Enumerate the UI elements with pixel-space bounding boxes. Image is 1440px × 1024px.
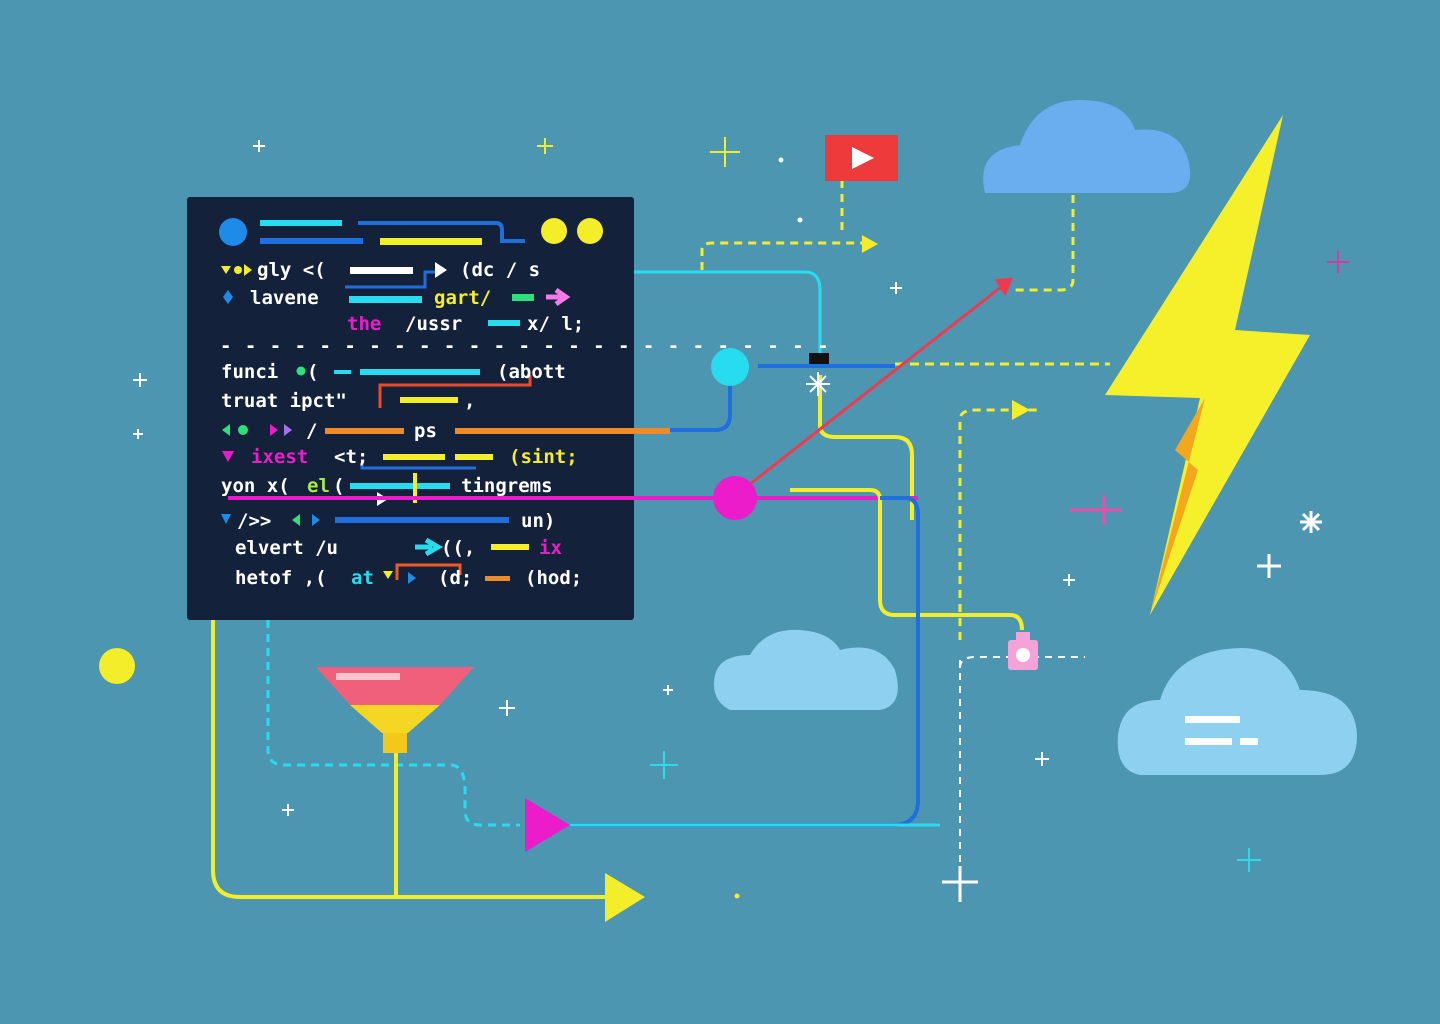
arrow-icon — [1012, 400, 1030, 420]
code-line-11: hetof ,( — [235, 567, 327, 589]
play-arrow-icon — [525, 798, 570, 852]
code-token: un) — [521, 510, 555, 532]
code-editor-panel: - - - - - - - - - - - - - - - - - - - - … — [187, 197, 830, 620]
code-line-1: gly <( — [257, 259, 326, 281]
sparkle-icon — [133, 137, 1349, 902]
code-token: (dc / s — [460, 259, 540, 281]
arrow-icon — [862, 235, 878, 253]
window-dot — [577, 218, 603, 244]
arrow-icon — [605, 873, 645, 922]
lightning-bolt-icon — [1105, 115, 1310, 615]
cloud-icon — [983, 100, 1191, 193]
dot — [99, 648, 135, 684]
window-dot — [541, 218, 567, 244]
code-token: ( — [307, 361, 318, 383]
code-token: tingrems — [461, 475, 553, 497]
code-line-10: elvert /u — [235, 537, 338, 559]
funnel-icon — [316, 667, 474, 753]
window-dot — [219, 218, 247, 246]
code-token: (sint; — [509, 446, 578, 468]
code-token: at — [351, 567, 374, 589]
code-token: (hod; — [525, 567, 582, 589]
code-token: ((, — [441, 537, 475, 559]
code-token: el — [307, 475, 330, 497]
code-line-4: funci — [221, 361, 278, 383]
code-token: , — [464, 390, 475, 412]
code-token: ps — [414, 420, 437, 442]
code-token: x/ l; — [527, 313, 584, 335]
code-line-7: ixest — [251, 446, 308, 468]
code-line-5: truat ipct" — [221, 390, 347, 412]
code-token: /ussr — [405, 313, 462, 335]
play-button-icon[interactable] — [825, 135, 898, 181]
svg-text:- - - - - - - - - - - - - - -: - - - - - - - - - - - - - - - - - - - - … — [220, 335, 830, 357]
node — [713, 476, 757, 520]
code-line-6: / — [306, 420, 317, 442]
cloud-icon — [714, 629, 898, 710]
code-line-2: lavene — [250, 287, 319, 309]
code-token: (abott — [497, 361, 566, 383]
code-token: ( — [333, 475, 344, 497]
lock-icon — [1008, 632, 1038, 670]
code-token: <t; — [334, 446, 368, 468]
code-token: ix — [539, 537, 562, 559]
code-line-8: yon x( — [221, 475, 290, 497]
code-token: (d; — [438, 567, 472, 589]
code-line-9: />> — [237, 510, 271, 532]
cloud-icon — [1117, 648, 1357, 775]
code-token: gart/ — [434, 287, 491, 309]
code-line-3: the — [347, 313, 381, 335]
junction — [809, 353, 829, 364]
node — [711, 348, 749, 386]
